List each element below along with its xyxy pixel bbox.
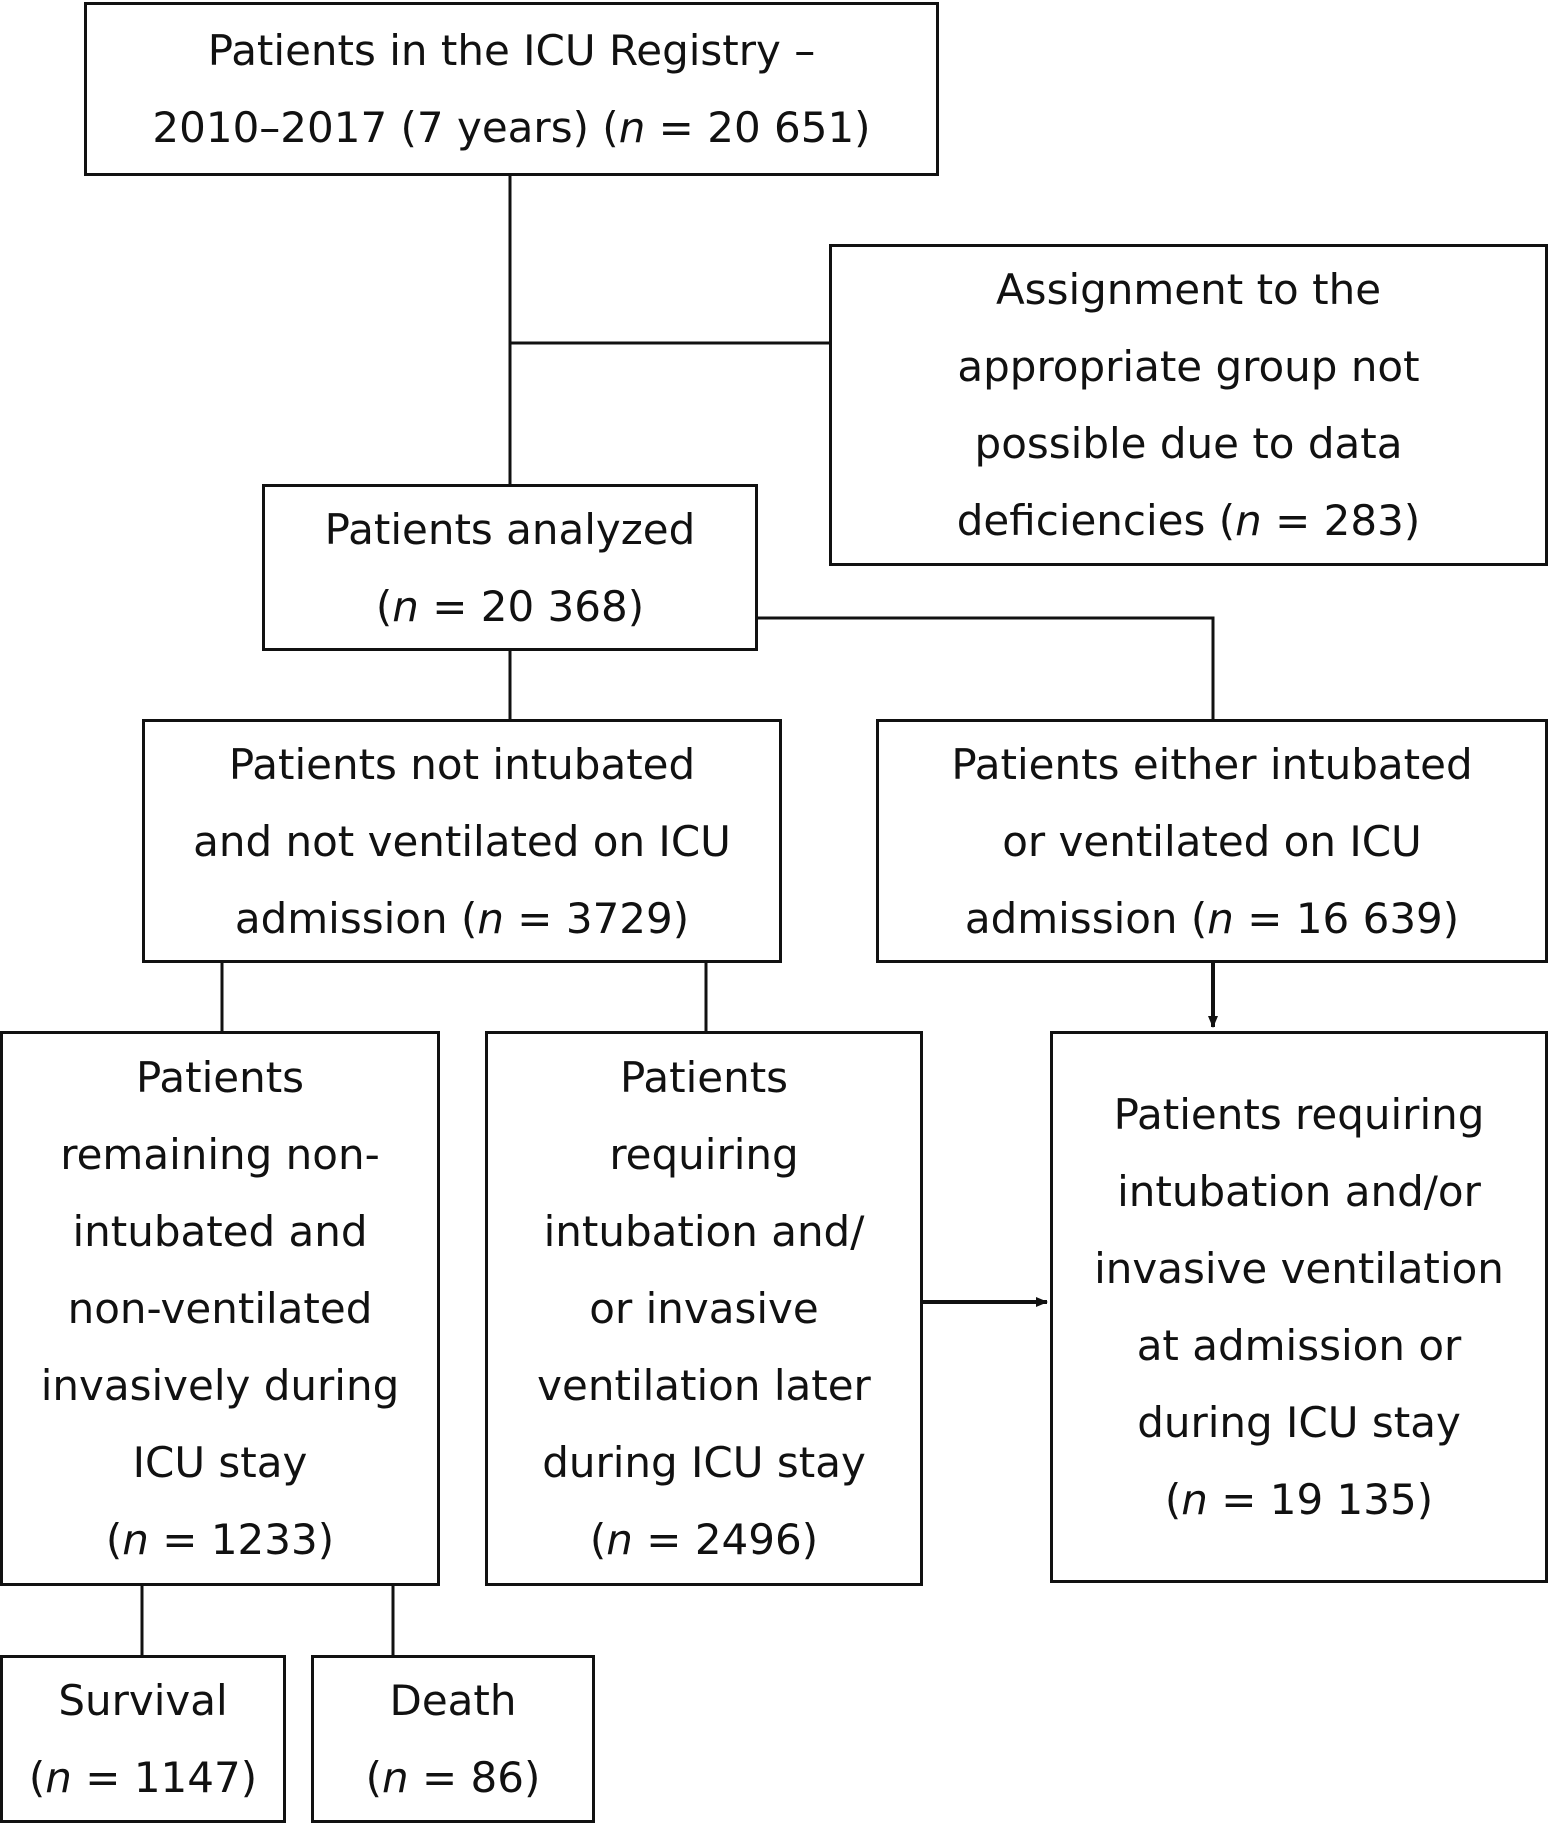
- count-value: = 19 135): [1207, 1475, 1434, 1524]
- count-prefix: admission (: [964, 893, 1208, 943]
- count-line: admission (n = 3729): [235, 880, 689, 957]
- count-value: = 1233): [148, 1515, 335, 1564]
- n-symbol: n: [122, 1515, 149, 1564]
- count-prefix: 2010–2017 (7 years) (: [152, 103, 619, 152]
- analyzed-box: Patients analyzed (n = 20 368): [262, 484, 758, 651]
- survival-box: Survival (n = 1147): [0, 1655, 286, 1823]
- count-line: 2010–2017 (7 years) (n = 20 651): [152, 89, 870, 166]
- box-line: intubation and/: [543, 1207, 865, 1256]
- box-line: ventilation later: [537, 1361, 871, 1410]
- count-value: = 16 639): [1233, 893, 1460, 943]
- box-line: during ICU stay: [1137, 1398, 1461, 1447]
- box-line: invasively during: [40, 1361, 400, 1410]
- count-line: (n = 1233): [106, 1501, 334, 1578]
- n-symbol: n: [1207, 893, 1234, 943]
- box-line: at admission or: [1136, 1321, 1462, 1370]
- n-symbol: n: [382, 1753, 409, 1802]
- requiring-total-box: Patients requiring intubation and/or inv…: [1050, 1031, 1548, 1583]
- count-value: = 20 651): [645, 103, 871, 152]
- box-line: Patients analyzed: [324, 504, 696, 554]
- excluded-box: Assignment to the appropriate group not …: [829, 244, 1548, 566]
- box-line: Patients requiring: [1113, 1090, 1485, 1139]
- n-symbol: n: [1235, 496, 1262, 545]
- box-line: appropriate group not: [957, 342, 1420, 391]
- count-prefix: (: [105, 1515, 123, 1564]
- box-line: and not ventilated on ICU: [193, 816, 731, 866]
- count-line: (n = 19 135): [1165, 1461, 1433, 1538]
- box-line: intubated and: [72, 1207, 368, 1256]
- box-line: Assignment to the: [995, 265, 1382, 314]
- count-value: = 1147): [71, 1753, 258, 1802]
- count-line: admission (n = 16 639): [965, 880, 1459, 957]
- count-value: = 86): [408, 1753, 541, 1802]
- later-box: Patients requiring intubation and/ or in…: [485, 1031, 923, 1586]
- n-symbol: n: [1181, 1475, 1208, 1524]
- count-line: (n = 86): [366, 1739, 541, 1816]
- count-line: deficiencies (n = 283): [957, 482, 1420, 559]
- count-value: = 2496): [632, 1515, 819, 1564]
- box-line: Patients in the ICU Registry –: [207, 26, 816, 75]
- box-line: intubation and/or: [1117, 1167, 1481, 1216]
- box-line: remaining non-: [60, 1130, 380, 1179]
- count-line: (n = 2496): [590, 1501, 818, 1578]
- count-line: (n = 1147): [29, 1739, 257, 1816]
- box-line: Patients either intubated: [951, 739, 1473, 789]
- count-line: (n = 20 368): [376, 568, 644, 645]
- n-symbol: n: [606, 1515, 633, 1564]
- count-prefix: deficiencies (: [956, 496, 1236, 545]
- box-line: Survival: [58, 1676, 228, 1725]
- n-symbol: n: [477, 893, 504, 943]
- count-prefix: (: [28, 1753, 46, 1802]
- registry-box: Patients in the ICU Registry – 2010–2017…: [84, 2, 939, 176]
- box-line: or ventilated on ICU: [1002, 816, 1422, 866]
- not-intubated-box: Patients not intubated and not ventilate…: [142, 719, 782, 963]
- box-line: invasive ventilation: [1094, 1244, 1504, 1293]
- connector-analyzed-to-intubated-admission: [757, 616, 1215, 719]
- box-line: Patients: [619, 1053, 789, 1102]
- count-prefix: admission (: [234, 893, 478, 943]
- count-value: = 3729): [503, 893, 690, 943]
- count-prefix: (: [365, 1753, 383, 1802]
- count-value: = 20 368): [418, 581, 645, 631]
- box-line: possible due to data: [974, 419, 1403, 468]
- n-symbol: n: [45, 1753, 72, 1802]
- n-symbol: n: [618, 103, 646, 152]
- count-value: = 283): [1261, 496, 1421, 545]
- n-symbol: n: [392, 581, 419, 631]
- box-line: ICU stay: [132, 1438, 308, 1487]
- count-prefix: (: [589, 1515, 607, 1564]
- box-line: Patients not intubated: [228, 739, 696, 789]
- intubated-admission-box: Patients either intubated or ventilated …: [876, 719, 1548, 963]
- count-prefix: (: [375, 581, 393, 631]
- box-line: during ICU stay: [542, 1438, 866, 1487]
- box-line: Patients: [135, 1053, 305, 1102]
- box-line: or invasive: [589, 1284, 819, 1333]
- death-box: Death (n = 86): [311, 1655, 595, 1823]
- box-line: non-ventilated: [67, 1284, 373, 1333]
- box-line: requiring: [609, 1130, 799, 1179]
- remaining-box: Patients remaining non- intubated and no…: [0, 1031, 440, 1586]
- box-line: Death: [389, 1676, 517, 1725]
- count-prefix: (: [1164, 1475, 1182, 1524]
